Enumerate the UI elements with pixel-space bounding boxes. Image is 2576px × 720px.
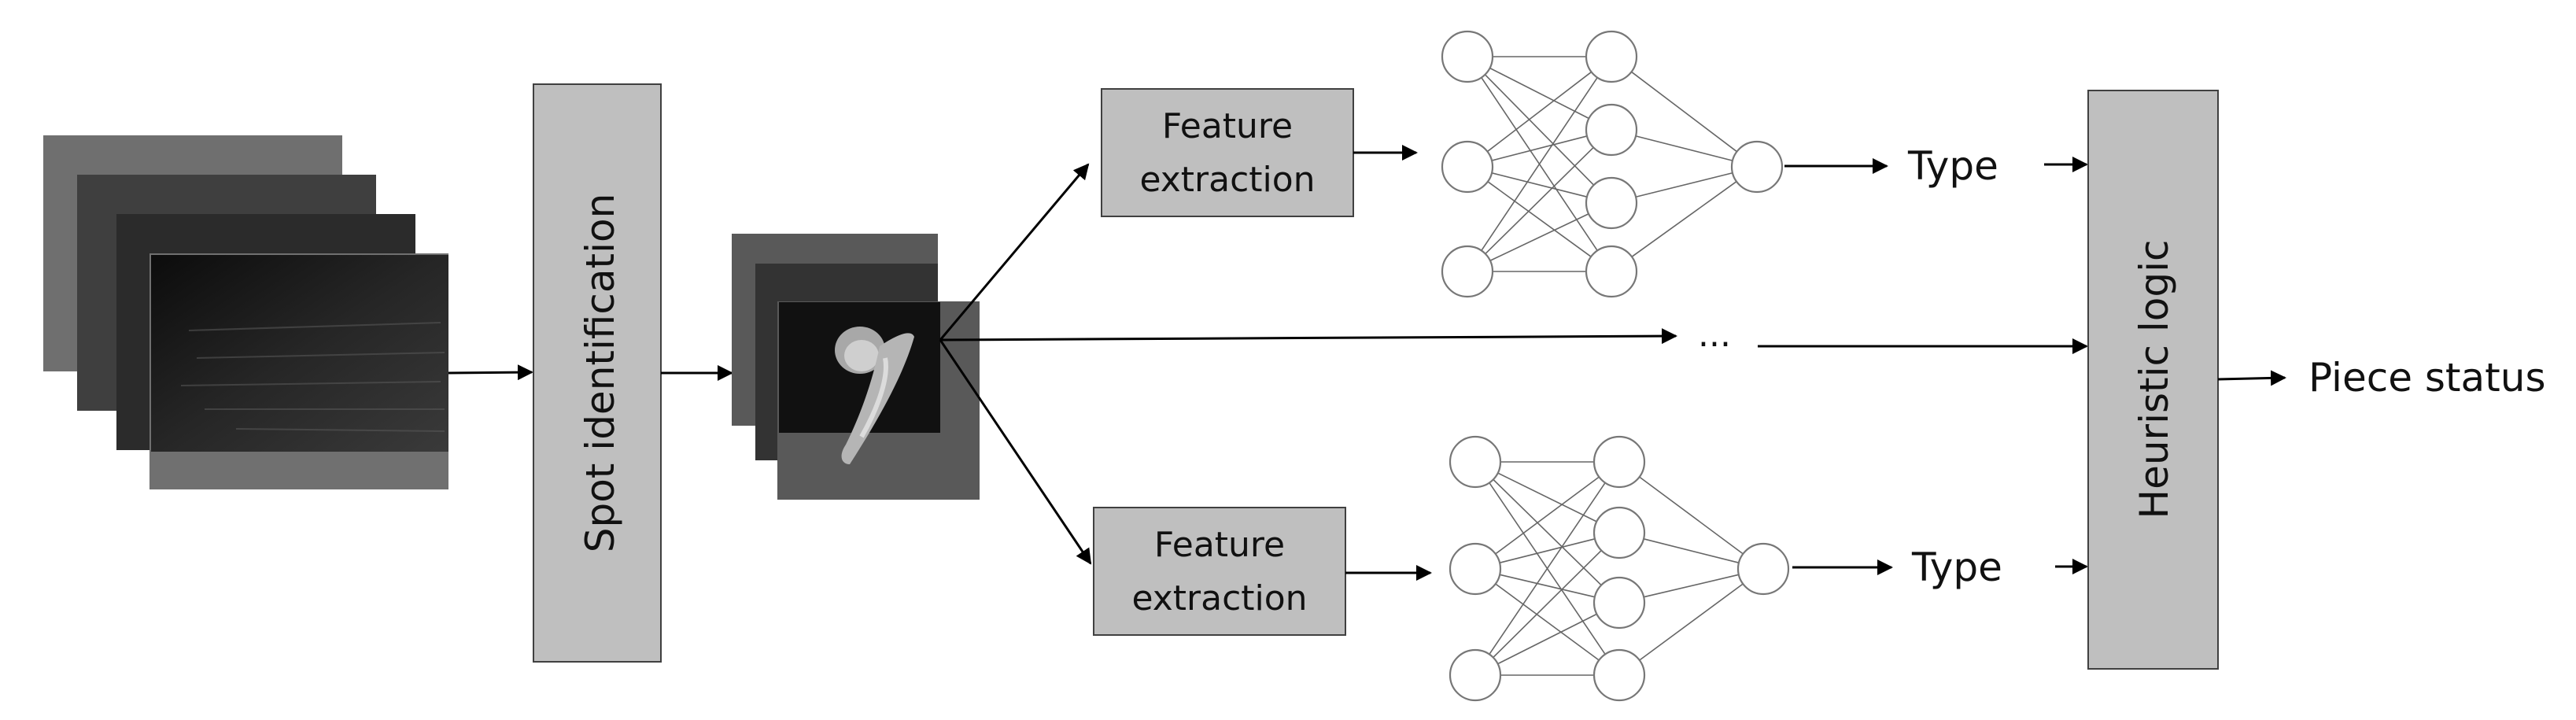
network-connection xyxy=(1497,613,1597,665)
heuristic-logic-label: Heuristic logic xyxy=(2131,239,2177,519)
network-connection xyxy=(1635,135,1733,161)
network-connections xyxy=(1489,461,1744,676)
network-connection xyxy=(1643,538,1740,563)
heuristic-logic-box: Heuristic logic xyxy=(2087,90,2219,670)
output-node xyxy=(1730,140,1784,194)
input-node xyxy=(1449,435,1502,489)
arrow-icon xyxy=(939,328,1677,345)
network-connection xyxy=(1487,181,1592,257)
input-node xyxy=(1441,245,1494,298)
hidden-node xyxy=(1585,103,1638,157)
feature-extraction-bottom-label-line1: Feature xyxy=(1154,525,1285,565)
network-connection xyxy=(1495,583,1600,661)
hidden-node xyxy=(1585,30,1638,83)
network-connection xyxy=(1497,472,1597,522)
network-connection xyxy=(1639,476,1744,555)
feature-extraction-top-label-line2: extraction xyxy=(1139,160,1315,200)
arrow-icon xyxy=(2217,370,2286,386)
network-connection xyxy=(1495,476,1600,555)
network-connection xyxy=(1631,181,1737,257)
input-node xyxy=(1449,542,1502,596)
feature-extraction-bottom-box: Feature extraction xyxy=(1093,507,1346,636)
feature-extraction-top-box: Feature extraction xyxy=(1101,88,1354,217)
network-connection xyxy=(1485,146,1594,255)
arrow-icon xyxy=(448,364,533,381)
network-connection xyxy=(1491,135,1588,161)
type-top-label: Type xyxy=(1907,143,1998,189)
network-connection xyxy=(1499,574,1596,598)
type-bottom-label: Type xyxy=(1911,545,2002,590)
network-connection xyxy=(1481,77,1598,251)
feature-extraction-bottom-label-line2: extraction xyxy=(1131,578,1307,618)
neural-network-icon xyxy=(1449,435,1790,702)
hidden-node xyxy=(1592,576,1646,630)
network-connection xyxy=(1489,67,1589,120)
network-connection xyxy=(1484,74,1595,186)
spot-crop-stack-icon xyxy=(732,234,980,500)
network-connection xyxy=(1493,549,1602,659)
spot-identification-box: Spot identification xyxy=(533,83,662,663)
image-stack-icon xyxy=(43,135,448,489)
network-connection xyxy=(1643,574,1740,598)
hidden-node xyxy=(1592,435,1646,489)
network-connections xyxy=(1481,56,1737,272)
hidden-node xyxy=(1592,648,1646,702)
hidden-node xyxy=(1585,176,1638,230)
network-connection xyxy=(1491,172,1588,198)
ellipsis-label: ... xyxy=(1698,315,1731,355)
output-node xyxy=(1736,542,1790,596)
input-node xyxy=(1441,140,1494,194)
network-connection xyxy=(1631,71,1737,153)
network-connection xyxy=(1499,538,1596,563)
hidden-node xyxy=(1585,245,1638,298)
network-connection xyxy=(1639,583,1744,661)
neural-network-icon xyxy=(1441,30,1784,298)
network-connection xyxy=(1489,213,1589,261)
input-node xyxy=(1449,648,1502,702)
network-connection xyxy=(1486,71,1592,153)
network-connection xyxy=(1635,172,1733,198)
piece-status-label: Piece status xyxy=(2308,355,2546,401)
feature-extraction-top-label-line1: Feature xyxy=(1162,106,1293,146)
input-node xyxy=(1441,30,1494,83)
spot-identification-label: Spot identification xyxy=(578,194,623,553)
hidden-node xyxy=(1592,506,1646,559)
network-connection xyxy=(1489,482,1606,655)
arrow-icon xyxy=(939,163,1090,341)
arrow-icon xyxy=(939,339,1092,565)
